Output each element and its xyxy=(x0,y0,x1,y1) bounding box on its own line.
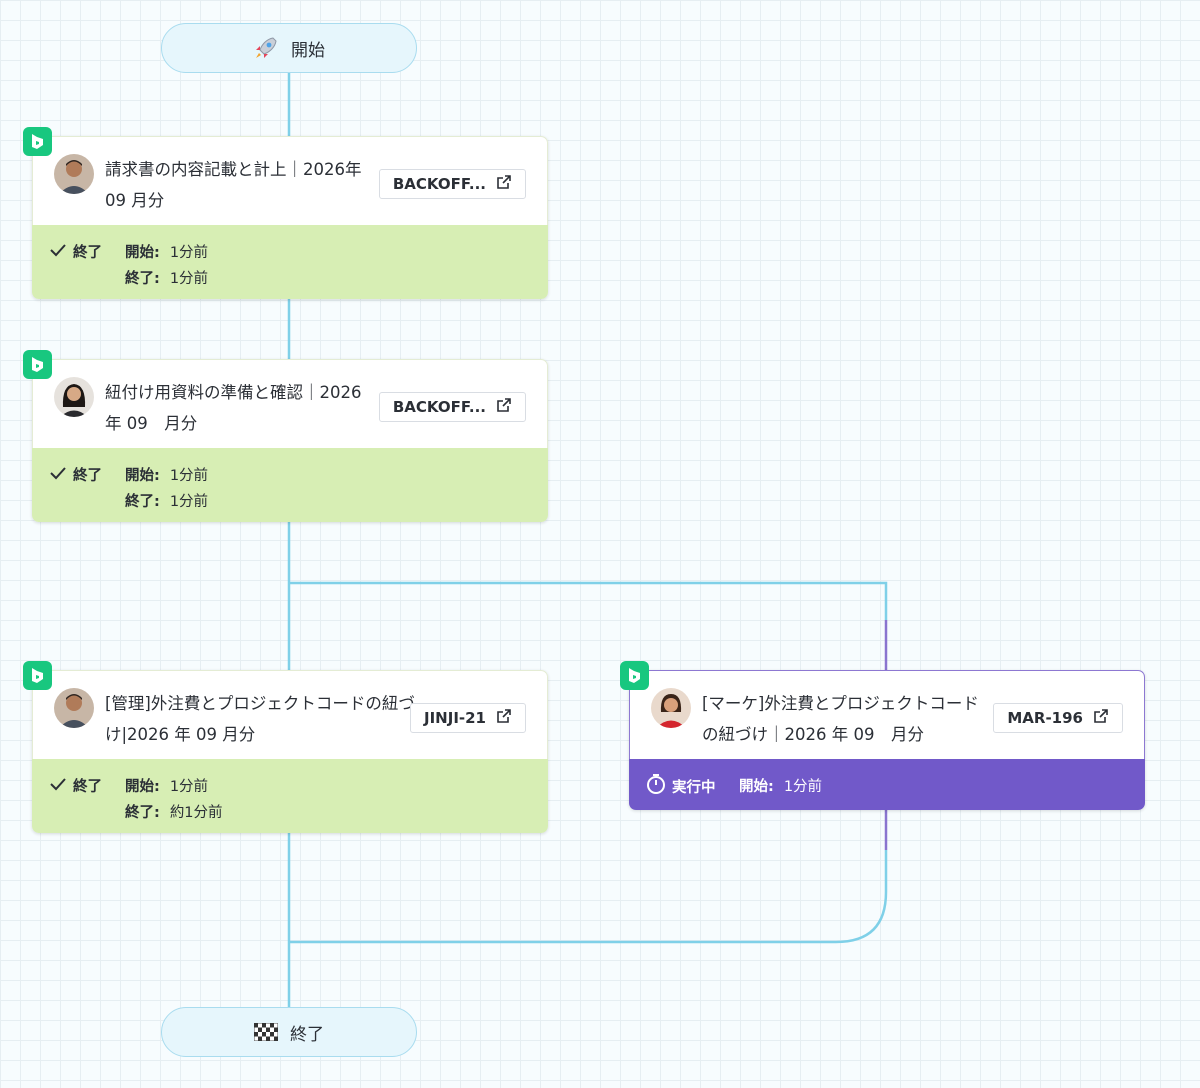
task-card-admin-outsourcing[interactable]: [管理]外注費とプロジェクトコードの紐づけ|2026 年 09 月分 JINJI… xyxy=(23,661,548,833)
avatar xyxy=(651,688,691,728)
task-status-bar: 終了 開始: 1分前 終了: 1分前 xyxy=(32,448,548,522)
end-time-row: 終了: 1分前 xyxy=(125,267,208,288)
end-time-label: 終了: xyxy=(125,494,160,510)
checkmark-icon xyxy=(49,776,67,796)
start-time-label: 開始: xyxy=(125,245,160,261)
start-node[interactable]: 開始 xyxy=(161,23,417,73)
end-node[interactable]: 終了 xyxy=(161,1007,417,1057)
branch-in-line xyxy=(289,850,888,944)
task-title: [管理]外注費とプロジェクトコードの紐づけ|2026 年 09 月分 xyxy=(105,694,415,744)
status-label: 終了 xyxy=(73,779,102,795)
external-link-icon xyxy=(496,397,512,417)
issue-key-link[interactable]: JINJI-21 xyxy=(410,703,526,733)
app-badge-icon xyxy=(23,127,52,156)
stopwatch-icon xyxy=(646,773,666,799)
task-card-header: 紐付け用資料の準備と確認｜2026 年 09 月分 BACKOFF... xyxy=(23,350,548,448)
branch-out-line-top xyxy=(289,581,888,620)
end-time-label: 終了: xyxy=(125,805,160,821)
rocket-icon xyxy=(253,35,279,61)
start-time-label: 開始: xyxy=(125,468,160,484)
avatar xyxy=(54,154,94,194)
app-badge-icon xyxy=(23,350,52,379)
app-badge-icon xyxy=(620,661,649,690)
start-time-label: 開始: xyxy=(125,779,160,795)
checkmark-icon xyxy=(49,465,67,485)
task-title: 紐付け用資料の準備と確認｜2026 年 09 月分 xyxy=(105,383,362,433)
start-time-row: 開始: 1分前 xyxy=(125,775,208,796)
end-time-row: 終了: 1分前 xyxy=(125,490,208,511)
status-badge: 終了 xyxy=(49,464,102,485)
avatar xyxy=(54,377,94,417)
end-time-label: 終了: xyxy=(125,271,160,287)
task-card-invoice[interactable]: 請求書の内容記載と計上｜2026年09 月分 BACKOFF... 終了 開始:… xyxy=(23,127,548,299)
start-time-value: 1分前 xyxy=(783,779,823,795)
start-time-value: 1分前 xyxy=(169,779,209,795)
task-title: [マーケ]外注費とプロジェクトコードの紐づけ｜2026 年 09 月分 xyxy=(702,694,979,744)
app-badge-icon xyxy=(23,661,52,690)
start-time-value: 1分前 xyxy=(169,468,209,484)
external-link-icon xyxy=(496,174,512,194)
external-link-icon xyxy=(1093,708,1109,728)
end-time-value: 1分前 xyxy=(169,271,209,287)
issue-key-label: JINJI-21 xyxy=(424,709,486,727)
task-card-header: 請求書の内容記載と計上｜2026年09 月分 BACKOFF... xyxy=(23,127,548,225)
task-status-bar: 実行中 開始: 1分前 xyxy=(629,759,1145,810)
task-title: 請求書の内容記載と計上｜2026年09 月分 xyxy=(105,160,362,210)
start-time-label: 開始: xyxy=(739,779,774,795)
task-status-bar: 終了 開始: 1分前 終了: 約1分前 xyxy=(32,759,548,833)
issue-key-link[interactable]: MAR-196 xyxy=(993,703,1123,733)
issue-key-label: BACKOFF... xyxy=(392,398,486,416)
task-card-header: [管理]外注費とプロジェクトコードの紐づけ|2026 年 09 月分 JINJI… xyxy=(23,661,548,759)
status-label: 終了 xyxy=(73,468,102,484)
start-time-row: 開始: 1分前 xyxy=(739,775,822,796)
external-link-icon xyxy=(496,708,512,728)
avatar xyxy=(54,688,94,728)
issue-key-label: BACKOFF... xyxy=(392,175,486,193)
task-card-header: [マーケ]外注費とプロジェクトコードの紐づけ｜2026 年 09 月分 MAR-… xyxy=(620,661,1145,759)
end-time-value: 約1分前 xyxy=(169,805,223,821)
status-badge: 終了 xyxy=(49,775,102,796)
checkered-flag-icon xyxy=(254,1023,278,1041)
task-card-materials[interactable]: 紐付け用資料の準備と確認｜2026 年 09 月分 BACKOFF... 終了 … xyxy=(23,350,548,522)
issue-key-link[interactable]: BACKOFF... xyxy=(378,392,526,422)
issue-key-label: MAR-196 xyxy=(1007,709,1083,727)
end-label: 終了 xyxy=(290,1024,324,1045)
status-label: 実行中 xyxy=(672,779,716,796)
start-label: 開始 xyxy=(291,40,325,61)
start-time-row: 開始: 1分前 xyxy=(125,241,208,262)
end-time-value: 1分前 xyxy=(169,494,209,510)
end-time-row: 終了: 約1分前 xyxy=(125,801,223,822)
task-status-bar: 終了 開始: 1分前 終了: 1分前 xyxy=(32,225,548,299)
start-time-value: 1分前 xyxy=(169,245,209,261)
checkmark-icon xyxy=(49,242,67,262)
status-label: 終了 xyxy=(73,245,102,261)
task-card-marketing-outsourcing[interactable]: [マーケ]外注費とプロジェクトコードの紐づけ｜2026 年 09 月分 MAR-… xyxy=(620,661,1145,810)
issue-key-link[interactable]: BACKOFF... xyxy=(378,169,526,199)
status-badge: 終了 xyxy=(49,241,102,262)
status-badge: 実行中 xyxy=(646,773,716,799)
start-time-row: 開始: 1分前 xyxy=(125,464,208,485)
